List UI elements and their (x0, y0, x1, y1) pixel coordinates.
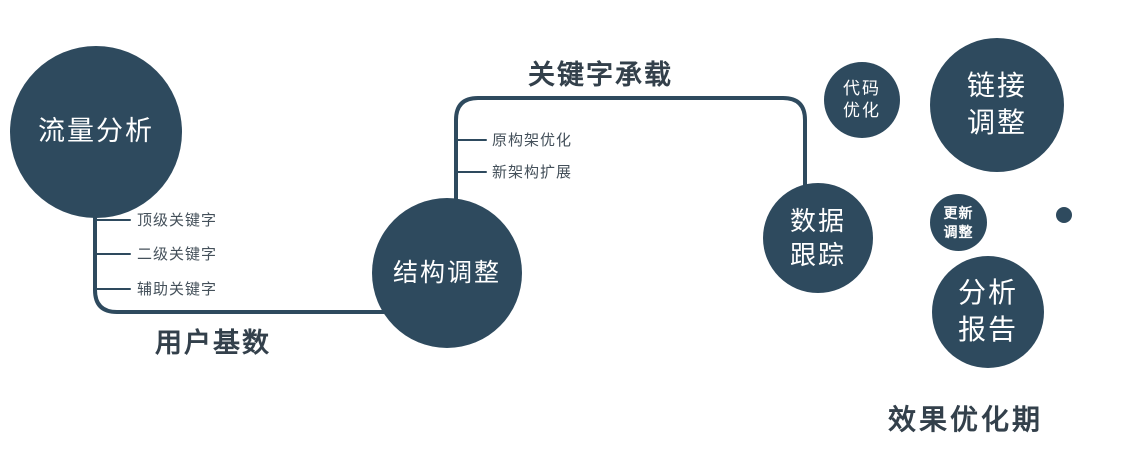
node-traffic-analysis-label: 流量分析 (38, 116, 154, 147)
node-analysis-report-line2: 报告 (957, 314, 1018, 345)
connector-structure-to-tracking (454, 96, 807, 214)
branch-label-top-keywords: 顶级关键字 (137, 212, 218, 229)
node-analysis-report: 分析 报告 (932, 256, 1044, 368)
node-update-adjustment-line2: 调整 (943, 223, 974, 240)
node-code-optimization: 代码 优化 (824, 62, 900, 138)
node-data-tracking: 数据 跟踪 (763, 183, 873, 293)
node-structure-adjustment: 结构调整 (372, 198, 522, 348)
node-update-adjustment-line1: 更新 (943, 205, 974, 222)
branch-label-new-architecture: 新架构扩展 (492, 164, 573, 181)
node-link-adjustment-line2: 调整 (966, 107, 1027, 138)
branch-label-original-architecture: 原构架优化 (492, 132, 573, 149)
edge-label-keyword-carry: 关键字承载 (528, 60, 673, 90)
connector-traffic-to-structure (93, 190, 402, 314)
node-data-tracking-line1: 数据 (789, 205, 846, 236)
node-data-tracking-line2: 跟踪 (789, 240, 846, 270)
node-code-optimization-line2: 优化 (843, 101, 881, 120)
bullet-dot (1056, 207, 1072, 223)
footer-label-effect-optimization: 效果优化期 (888, 404, 1044, 435)
node-analysis-report-line1: 分析 (957, 277, 1018, 309)
branch-label-auxiliary-keywords: 辅助关键字 (137, 281, 218, 298)
node-structure-adjustment-label: 结构调整 (392, 258, 501, 287)
node-update-adjustment: 更新 调整 (930, 194, 987, 251)
node-code-optimization-line1: 代码 (843, 78, 881, 98)
node-link-adjustment-line1: 链接 (966, 70, 1027, 102)
node-traffic-analysis: 流量分析 (10, 46, 182, 218)
node-link-adjustment: 链接 调整 (930, 38, 1064, 172)
branch-label-secondary-keywords: 二级关键字 (137, 246, 218, 263)
edge-label-user-base: 用户基数 (155, 328, 271, 358)
